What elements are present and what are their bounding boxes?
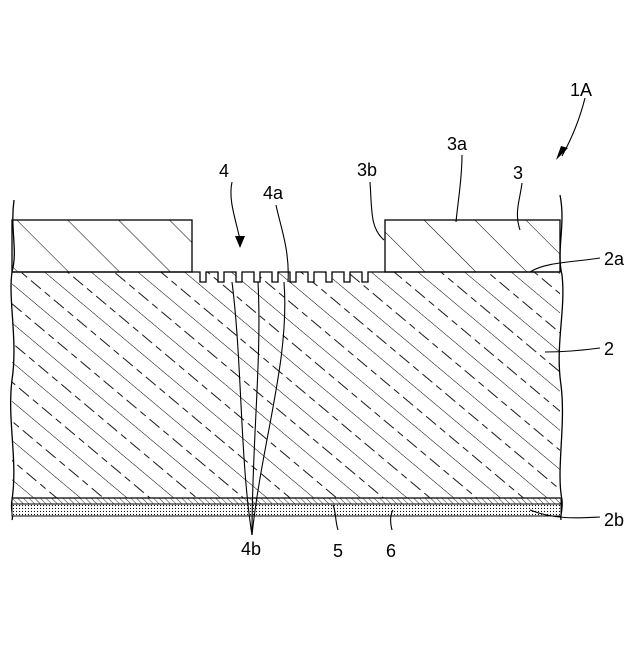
label-3b: 3b — [357, 160, 377, 180]
label-3: 3 — [513, 163, 523, 183]
label-2b: 2b — [604, 510, 624, 530]
label-4a: 4a — [263, 183, 284, 203]
label-2a: 2a — [604, 249, 625, 269]
label-5: 5 — [333, 541, 343, 561]
label-4: 4 — [219, 161, 229, 181]
label-4b: 4b — [241, 539, 261, 559]
layer-5 — [12, 498, 561, 504]
label-2: 2 — [604, 339, 614, 359]
bottom-layers — [12, 498, 561, 516]
label-3a: 3a — [447, 134, 468, 154]
label-6: 6 — [386, 541, 396, 561]
substrate-2 — [12, 272, 560, 498]
layer-6 — [12, 504, 561, 516]
label-1A: 1A — [570, 80, 592, 100]
